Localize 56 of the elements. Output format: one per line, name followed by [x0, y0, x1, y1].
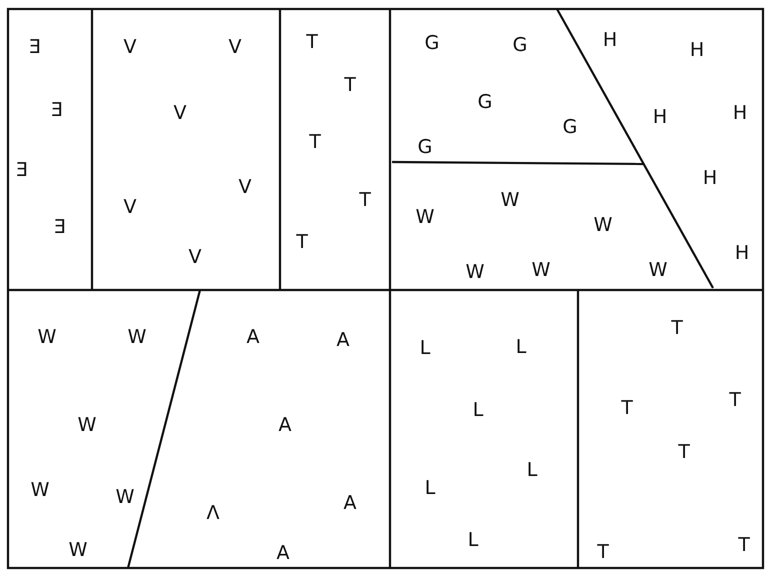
region-letter: A [276, 542, 290, 564]
region-letter: T [738, 534, 750, 556]
region-letter: V [124, 36, 136, 58]
region-letter: H [702, 167, 718, 189]
region-letter: H [734, 242, 750, 264]
region-letter: L [424, 477, 436, 499]
region-letter: V [188, 246, 202, 268]
region-letter: W [78, 414, 96, 436]
region-letter: L [526, 459, 538, 481]
region-letter: W [30, 479, 50, 501]
region-letter: A [344, 492, 356, 514]
region-letter: T [344, 74, 356, 96]
region-letter: Λ [206, 502, 220, 524]
region-letter: G [562, 116, 578, 138]
region-letter: H [652, 106, 668, 128]
region-letter: H [602, 29, 618, 51]
region-letter: V [124, 196, 136, 218]
region-letter: T [671, 317, 683, 339]
region-letter: G [478, 91, 492, 113]
region-letter: T [729, 389, 741, 411]
region-letter: W [416, 206, 434, 228]
region-letter: W [532, 259, 550, 281]
region-letter: T [621, 397, 633, 419]
region-letter: W [68, 539, 88, 561]
region-letter: W [466, 261, 484, 283]
region-letter: Ǝ [29, 36, 41, 58]
region-letter: A [246, 326, 260, 348]
region-letter: W [116, 486, 134, 508]
region-letter: T [306, 31, 318, 53]
region-letter: G [418, 136, 432, 158]
region-letter: H [732, 102, 748, 124]
region-letter: G [512, 34, 528, 56]
region-letter: Ǝ [16, 159, 28, 181]
region-letter: W [128, 326, 146, 348]
region-letter: V [174, 102, 186, 124]
region-letter: A [278, 414, 292, 436]
region-letter: L [420, 337, 430, 359]
region-letter: V [228, 36, 242, 58]
region-letter: L [516, 336, 526, 358]
region-letter: A [336, 329, 350, 351]
region-letter: T [309, 131, 321, 153]
region-letter: W [500, 189, 520, 211]
region-letter: L [472, 399, 484, 421]
region-letter: T [678, 441, 690, 463]
region-letter: T [359, 189, 371, 211]
region-letter: V [238, 176, 252, 198]
region-letter: Ǝ [54, 216, 66, 238]
region-letter: W [648, 259, 668, 281]
region-letter: H [690, 39, 704, 61]
region-letter: Ǝ [51, 99, 63, 121]
region-letter: T [296, 231, 308, 253]
region-letter: W [594, 214, 612, 236]
region-letter: W [38, 326, 56, 348]
region-letter: L [468, 529, 478, 551]
region-letter: T [597, 541, 609, 563]
region-letter: G [424, 32, 440, 54]
